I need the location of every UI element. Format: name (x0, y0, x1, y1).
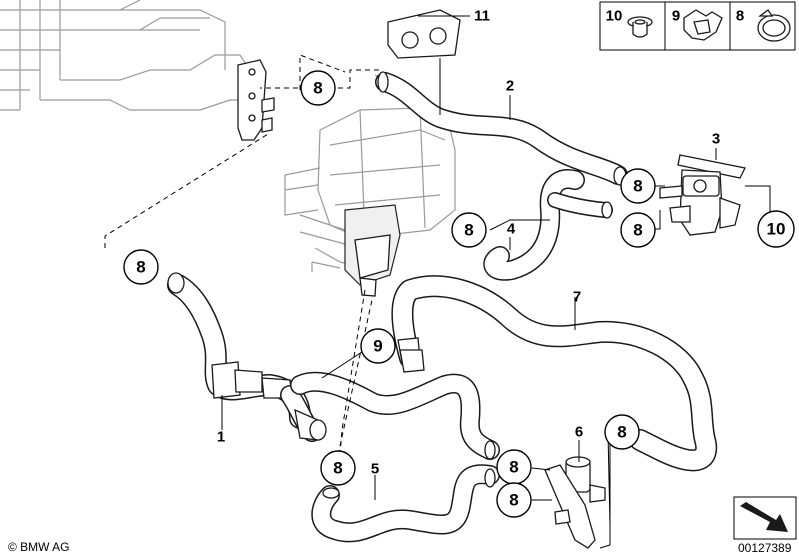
part-label-7: 7 (573, 289, 581, 306)
callout-8-f: 8 (604, 414, 640, 450)
direction-arrow-icon (733, 496, 797, 540)
callout-8-e: 8 (123, 249, 159, 285)
part-label-2: 2 (506, 78, 514, 95)
callout-label: 9 (373, 337, 382, 356)
hose-clip-icon (683, 9, 723, 41)
callout-label: 8 (136, 258, 145, 277)
callout-label: 8 (509, 458, 518, 477)
callout-label: 8 (633, 221, 642, 240)
legend-label-9: 9 (672, 8, 680, 25)
callout-label: 8 (464, 221, 473, 240)
valve-6 (544, 456, 606, 549)
footer: © BMW AG 00127389 (8, 496, 797, 555)
callout-label: 8 (333, 459, 342, 478)
hose-middle (290, 371, 500, 460)
brand-copyright: © BMW AG (8, 540, 70, 554)
hose-clamp-icon (757, 9, 791, 42)
hose-2 (375, 71, 628, 186)
part-label-4: 4 (507, 221, 516, 238)
hose-4 (483, 169, 613, 281)
callout-label: 8 (313, 79, 322, 98)
callout-8-i: 8 (320, 450, 356, 486)
diagram-id: 00127389 (738, 541, 792, 555)
valve-3 (659, 154, 746, 236)
callout-8-a: 8 (300, 70, 336, 106)
legend-box: 10 9 8 (599, 1, 796, 51)
callout-label: 8 (509, 491, 518, 510)
callout-8-d: 8 (451, 212, 487, 248)
part-label-11: 11 (474, 8, 490, 25)
part-label-1: 1 (217, 429, 225, 446)
hose-7 (391, 275, 718, 472)
hose-5 (311, 464, 500, 543)
callout-10: 10 (757, 210, 795, 248)
part-label-5: 5 (371, 461, 379, 478)
hose-1 (167, 272, 327, 442)
part-labels: 1 2 3 4 5 6 7 11 (217, 8, 720, 478)
callout-8-b: 8 (620, 168, 656, 204)
part-label-6: 6 (575, 424, 583, 441)
legend-label-8: 8 (736, 8, 744, 25)
part-label-3: 3 (712, 131, 720, 148)
callout-8-c: 8 (620, 212, 656, 248)
callout-8-h: 8 (496, 482, 532, 518)
callout-label: 10 (767, 220, 786, 239)
callout-8-g: 8 (496, 449, 532, 485)
background-heater-assembly (0, 0, 456, 297)
callout-label: 8 (633, 177, 642, 196)
bracket-11 (387, 9, 461, 59)
legend-label-10: 10 (606, 8, 623, 25)
callout-9: 9 (360, 328, 396, 364)
callout-label: 8 (617, 423, 626, 442)
grommet-icon (627, 16, 653, 38)
